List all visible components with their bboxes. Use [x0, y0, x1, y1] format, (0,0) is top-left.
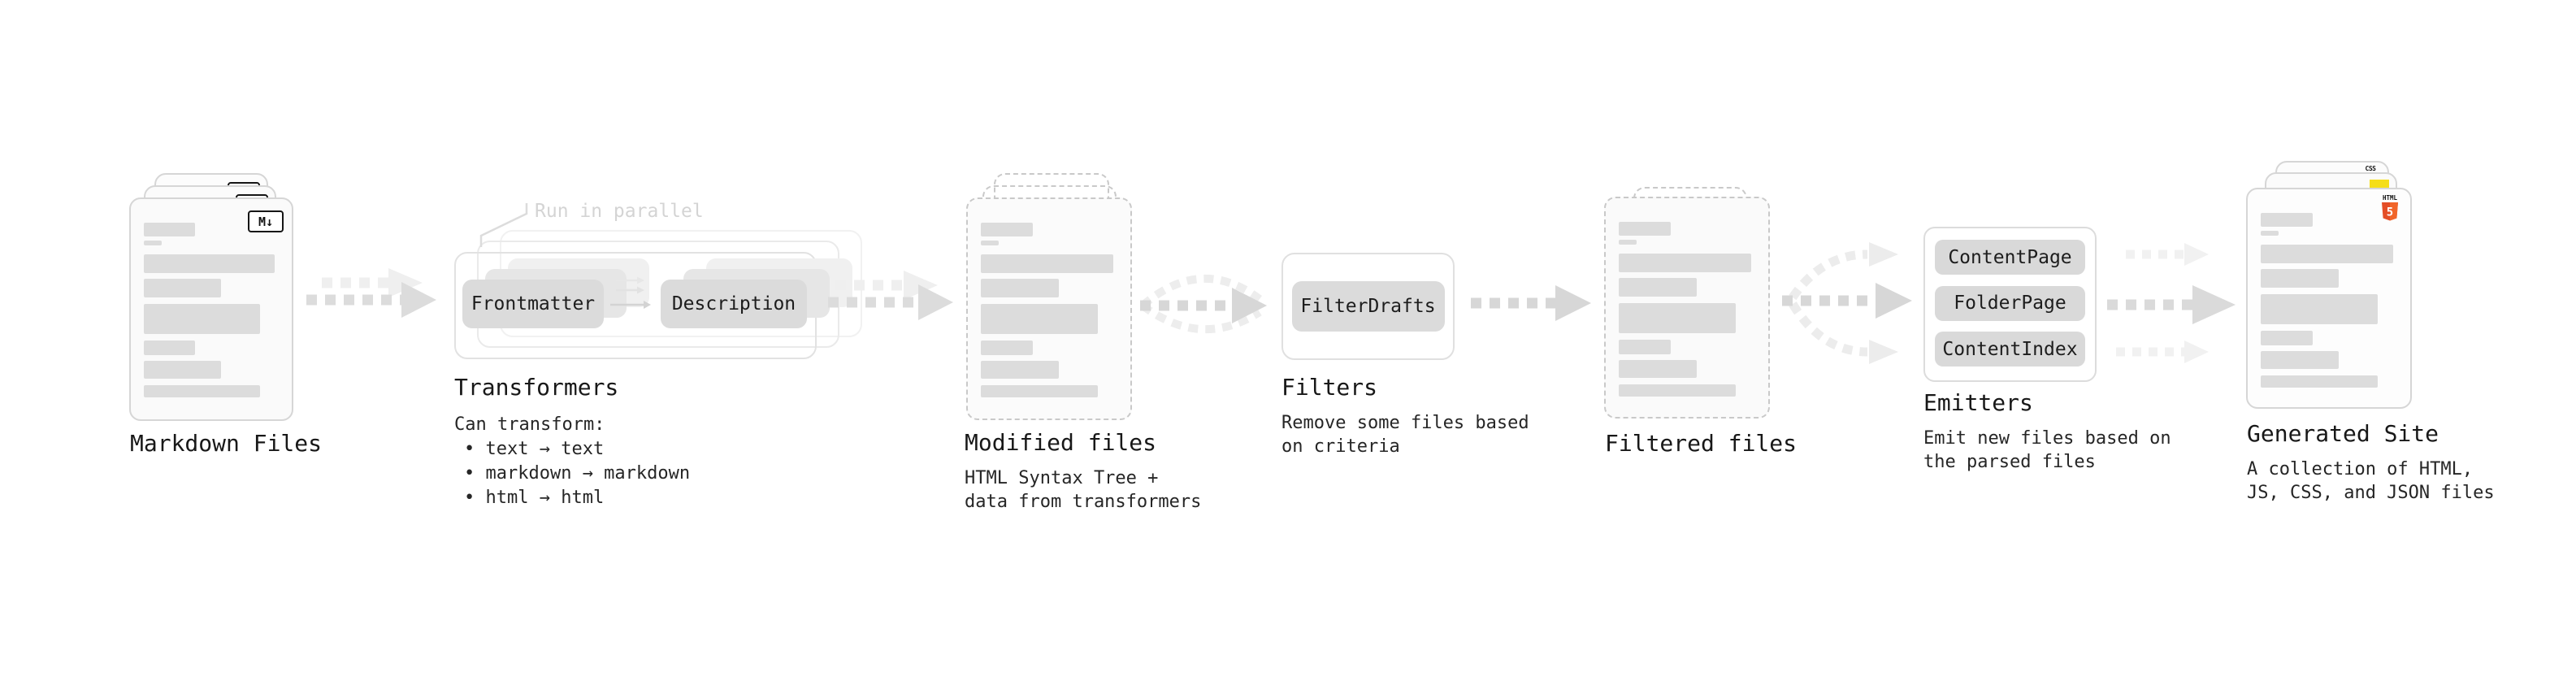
placeholder-text-bar [144, 223, 196, 236]
filters-desc-line: Remove some files based [1281, 413, 1529, 433]
placeholder-text-bar [981, 385, 1099, 397]
placeholder-text-bar [2261, 351, 2339, 369]
placeholder-text-bar [1619, 240, 1637, 245]
transformers-bullet: • markdown → markdown [464, 463, 691, 484]
modified-files-desc-line: HTML Syntax Tree + [965, 468, 1159, 488]
transformers-bullet: • text → text [464, 439, 605, 459]
placeholder-text-bar [1619, 278, 1697, 297]
placeholder-text-bar [144, 279, 221, 297]
placeholder-text-bar [1619, 340, 1671, 354]
frontmatter-pill: Frontmatter [462, 280, 604, 328]
filtered-files-label: Filtered files [1605, 430, 1798, 457]
modified-file-card-front [966, 197, 1132, 420]
filterdrafts-pill: FilterDrafts [1291, 281, 1445, 332]
placeholder-text-bar [2261, 294, 2379, 324]
placeholder-text-bar [981, 361, 1059, 379]
callout-leader-line [479, 203, 528, 247]
javascript-icon [2370, 180, 2389, 189]
transformers-desc-title: Can transform: [454, 414, 605, 435]
placeholder-text-bar [144, 304, 260, 334]
arrow-transformers-to-modified [828, 271, 953, 320]
filters-label: Filters [1281, 374, 1378, 401]
emitters-box: ContentPage FolderPage ContentIndex [1923, 227, 2097, 382]
placeholder-text-bar [981, 223, 1033, 236]
filters-desc-line: on criteria [1281, 436, 1400, 457]
placeholder-text-bar [2261, 375, 2379, 388]
placeholder-text-bar [2261, 213, 2313, 227]
filters-description: Remove some files based on criteria [1281, 411, 1529, 458]
modified-files-label: Modified files [965, 429, 1157, 456]
placeholder-text-bar [144, 385, 260, 397]
arrow-markdown-to-transformers [306, 268, 436, 318]
placeholder-text-bar [981, 340, 1033, 355]
folderpage-pill: FolderPage [1935, 285, 2085, 321]
placeholder-text-bar [1619, 360, 1697, 378]
transformers-bullet: • html → html [464, 488, 605, 508]
markdown-files-label: Markdown Files [130, 430, 323, 457]
emitters-desc-line: Emit new files based on [1923, 428, 2171, 449]
placeholder-text-bar [2261, 269, 2339, 288]
arrow-filters-to-filtered [1471, 285, 1591, 321]
placeholder-text-bar [144, 241, 162, 245]
placeholder-text-bar [2261, 231, 2279, 236]
placeholder-text-bar [1619, 303, 1737, 333]
description-pill: Description [661, 280, 807, 328]
arrow-modified-to-filters [1139, 275, 1267, 334]
markdown-icon: M↓ [248, 210, 284, 232]
transformers-label: Transformers [454, 374, 619, 401]
css-badge-text: CSS [2365, 165, 2376, 172]
contentindex-pill: ContentIndex [1935, 332, 2085, 367]
placeholder-text-bar [144, 340, 196, 355]
arrow-filtered-to-emitters [1782, 242, 1912, 364]
generated-site-desc-line: A collection of HTML, [2247, 459, 2474, 479]
html5-badge-number: 5 [2387, 206, 2393, 219]
run-in-parallel-note: Run in parallel [535, 201, 704, 222]
html5-badge-text: HTML [2383, 194, 2398, 202]
generated-site-description: A collection of HTML, JS, CSS, and JSON … [2247, 458, 2495, 505]
placeholder-text-bar [1619, 254, 1751, 272]
emitters-desc-line: the parsed files [1923, 452, 2096, 472]
generated-site-label: Generated Site [2247, 420, 2439, 447]
placeholder-text-bar [981, 254, 1113, 273]
placeholder-text-bar [2261, 245, 2393, 263]
placeholder-text-bar [144, 254, 275, 273]
markdown-file-card-front: M↓ [129, 197, 293, 421]
placeholder-text-bar [981, 241, 999, 245]
filtered-file-card-front [1604, 197, 1770, 419]
emitters-description: Emit new files based on the parsed files [1923, 427, 2171, 474]
modified-files-description: HTML Syntax Tree + data from transformer… [965, 466, 1201, 514]
html5-icon: HTML 5 [2382, 194, 2398, 221]
generated-file-card-front: HTML 5 [2246, 188, 2412, 409]
arrow-emitters-to-generated [2107, 243, 2236, 363]
transformers-description: Can transform: • text → text • markdown … [454, 413, 690, 510]
placeholder-text-bar [981, 279, 1059, 297]
placeholder-text-bar [981, 304, 1099, 334]
placeholder-text-bar [144, 361, 221, 379]
placeholder-text-bar [2261, 331, 2313, 345]
transformer-flow-arrows [610, 276, 651, 309]
emitters-label: Emitters [1923, 389, 2033, 416]
placeholder-text-bar [1619, 384, 1737, 397]
filters-box: FilterDrafts [1281, 253, 1455, 360]
contentpage-pill: ContentPage [1935, 240, 2085, 275]
generated-site-desc-line: JS, CSS, and JSON files [2247, 483, 2495, 503]
placeholder-text-bar [1619, 222, 1671, 236]
modified-files-desc-line: data from transformers [965, 492, 1202, 512]
